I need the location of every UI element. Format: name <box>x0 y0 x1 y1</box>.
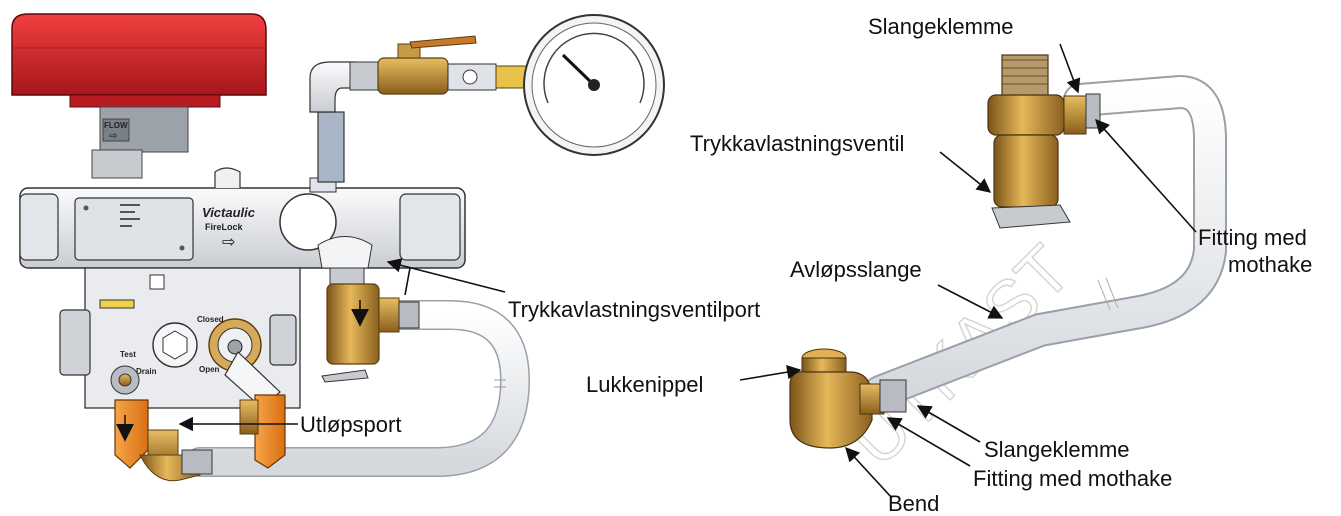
gauge-piping <box>309 35 527 183</box>
callout-trykkavlastningsventil: Trykkavlastningsventil <box>690 131 904 156</box>
callout-utlopsport: Utløpsport <box>300 412 401 437</box>
test-drain-valve: Closed Open Test Drain <box>110 315 281 409</box>
callout-fitting-bottom: Fitting med mothake <box>973 466 1172 491</box>
drain-kit-assembly <box>789 54 1227 449</box>
brand-label: Victaulic <box>202 205 256 220</box>
valve-assembly: FLOW ⇨ Victaulic FireLock ⇨ <box>11 13 665 482</box>
callout-avlopsslange: Avløpsslange <box>790 257 922 282</box>
callout-fitting-top-line1: Fitting med <box>1198 225 1307 250</box>
svg-text:⇨: ⇨ <box>109 131 117 142</box>
elbow-fitting <box>789 348 907 449</box>
flow-label: FLOW <box>104 121 128 130</box>
callout-slangeklemme-bottom: Slangeklemme <box>984 437 1130 462</box>
callouts: Slangeklemme Trykkavlastningsventil Fitt… <box>300 14 1312 516</box>
leader-lines <box>178 43 1197 499</box>
callout-bend: Bend <box>888 491 939 516</box>
open-label: Open <box>199 365 220 374</box>
relief-valve-right <box>987 54 1101 229</box>
pressure-gauge <box>523 14 665 156</box>
callout-fitting-top-line2: mothake <box>1228 252 1312 277</box>
callout-trykkavlastningsventilport: Trykkavlastningsventilport <box>508 297 760 322</box>
drain-label: Drain <box>136 367 157 376</box>
test-label: Test <box>120 350 136 359</box>
callout-lukkenippel: Lukkenippel <box>586 372 703 397</box>
flow-switch-actuator: FLOW ⇨ <box>11 13 267 179</box>
closed-label: Closed <box>197 315 224 324</box>
callout-slangeklemme-top: Slangeklemme <box>868 14 1014 39</box>
firelock-label: FireLock <box>205 222 244 232</box>
orange-couplings <box>114 394 286 482</box>
relief-valve-left <box>317 236 420 383</box>
svg-text:⇨: ⇨ <box>222 234 235 251</box>
